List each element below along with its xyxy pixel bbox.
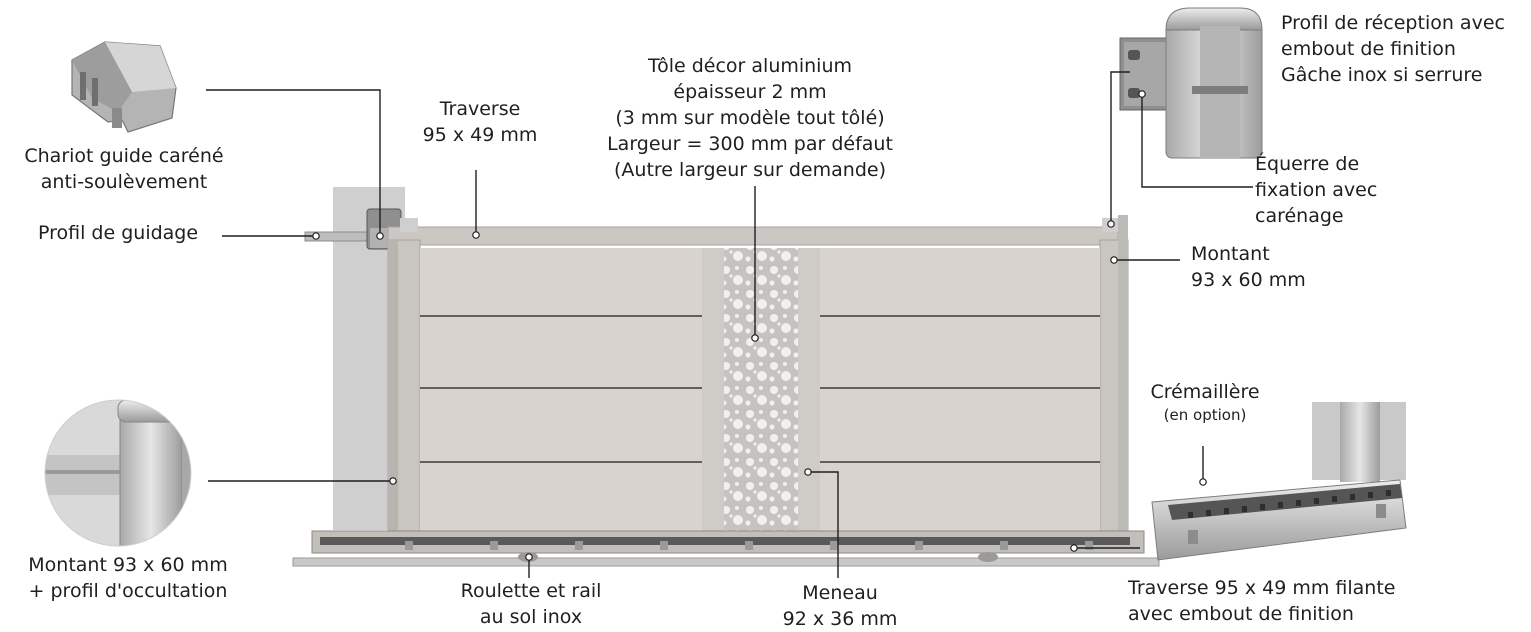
label-line: épaisseur 2 mm [673,81,827,103]
label-line: Meneau [802,582,878,604]
label-equerre: Équerre de fixation avec carénage [1255,151,1377,229]
label-line: fixation avec [1255,179,1378,201]
label-line: (Autre largeur sur demande) [614,159,886,181]
label-meneau: Meneau 92 x 36 mm [770,580,910,632]
label-line: Traverse [439,98,521,120]
label-montant-right: Montant 93 x 60 mm [1191,241,1306,293]
label-tole-decor: Tôle décor aluminium épaisseur 2 mm (3 m… [580,53,920,183]
mullion [798,248,820,531]
leader-dots [312,90,1207,561]
label-line: 93 x 60 mm [1191,269,1306,291]
label-line: (en option) [1163,406,1247,424]
ground-rail [292,557,1160,567]
label-line: Crémaillère [1150,381,1260,403]
label-line: Tôle décor aluminium [647,55,853,77]
label-line: embout de finition [1281,38,1456,60]
label-line: + profil d'occultation [28,580,228,602]
label-montant-left: Montant 93 x 60 mm + profil d'occultatio… [14,552,242,604]
label-line: carénage [1255,205,1344,227]
panel-grooves [420,315,1100,463]
label-line: au sol inox [479,606,583,628]
label-cremaillere: Crémaillère (en option) [1140,379,1270,425]
left-infill [420,248,702,531]
label-line: 92 x 36 mm [782,608,898,630]
label-roulette: Roulette et rail au sol inox [446,578,616,630]
label-line: Gâche inox si serrure [1281,64,1483,86]
label-traverse-filante: Traverse 95 x 49 mm filante avec embout … [1128,575,1395,627]
top-rail [387,226,1119,246]
label-line: 95 x 49 mm [422,124,538,146]
label-line: Roulette et rail [460,580,602,602]
profil-reception-icon [1119,7,1263,159]
label-line: Traverse 95 x 49 mm filante [1128,577,1396,599]
label-line: (3 mm sur modèle tout tôlé) [615,107,885,129]
label-line: Profil de guidage [38,222,199,244]
label-line: Largeur = 300 mm par défaut [607,133,893,155]
label-traverse: Traverse 95 x 49 mm [410,96,550,148]
label-line: Montant 93 x 60 mm [28,554,228,576]
montant-occultation-icon [44,399,192,547]
label-line: anti-soulèvement [40,171,208,193]
label-line: Montant [1191,243,1270,265]
label-line: Profil de réception avec [1281,12,1505,34]
label-line: Équerre de [1255,153,1360,175]
right-infill [820,248,1100,531]
label-line: avec embout de finition [1128,603,1354,625]
cremaillere-icon [1151,402,1407,561]
decor-sheet [724,248,798,531]
leader-lines [206,71,1253,578]
label-profil-guidage: Profil de guidage [38,220,198,246]
chariot-guide-icon [71,41,177,133]
label-chariot-guide: Chariot guide caréné anti-soulèvement [14,143,234,195]
label-profil-reception: Profil de réception avec embout de finit… [1281,10,1505,88]
label-line: Chariot guide caréné [24,145,224,167]
